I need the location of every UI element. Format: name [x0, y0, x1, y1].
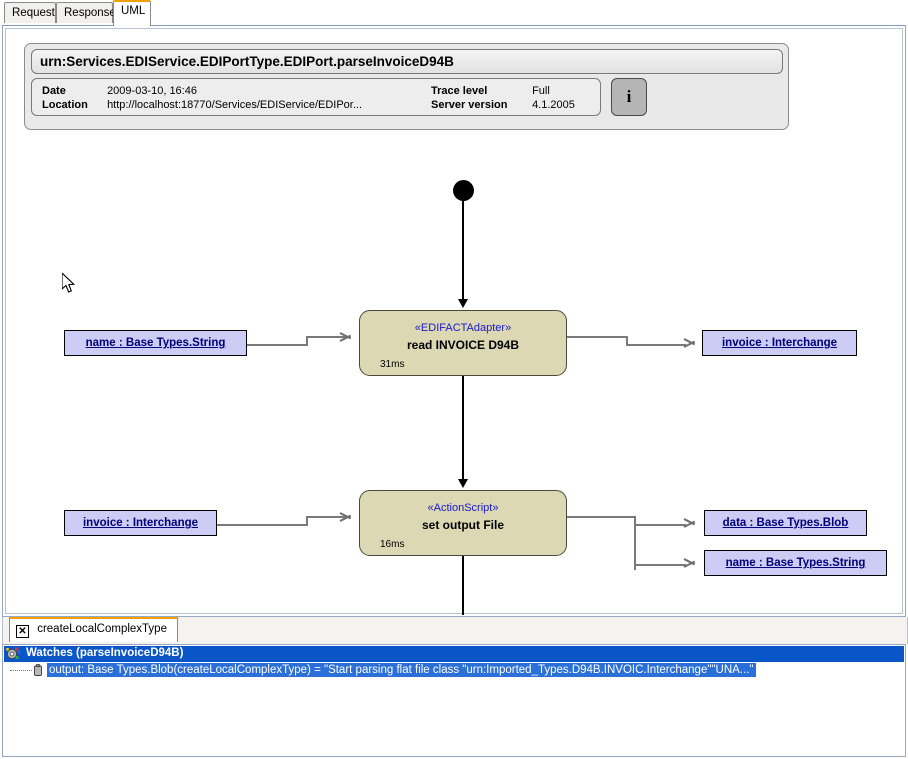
watch-value-text: output: Base Types.Blob(createLocalCompl…	[47, 663, 757, 677]
activity-node-set-output-file[interactable]: «ActionScript» set output File 16ms	[359, 490, 567, 556]
uml-panel-inner: urn:Services.EDIService.EDIPortType.EDIP…	[5, 28, 906, 615]
object-flow-2-seg1	[567, 336, 627, 338]
initial-node-icon[interactable]	[453, 180, 474, 201]
meta-date-value: 2009-03-10, 16:46	[107, 85, 197, 97]
pin-output-name-string[interactable]: name : Base Types.String	[704, 550, 887, 576]
object-flow-1-seg3	[306, 336, 346, 338]
pin-output-invoice-interchange[interactable]: invoice : Interchange	[702, 330, 857, 356]
meta-trace-level-value: Full	[532, 85, 550, 97]
activity-node-read-invoice[interactable]: «EDIFACTAdapter» read INVOICE D94B 31ms	[359, 310, 567, 376]
activity-node-duration: 16ms	[380, 539, 405, 550]
meta-trace-level-row: Trace level Full	[431, 85, 550, 97]
tab-request-label: Request	[12, 7, 55, 19]
watch-row[interactable]: output: Base Types.Blob(createLocalCompl…	[4, 663, 904, 678]
object-flow-4-trunk	[567, 516, 635, 518]
trace-meta-panel: Date 2009-03-10, 16:46 Location http://l…	[31, 78, 601, 116]
uml-panel: urn:Services.EDIService.EDIPortType.EDIP…	[2, 25, 906, 617]
pin-output-data-blob[interactable]: data : Base Types.Blob	[704, 510, 867, 536]
bottom-tabstrip: ✕ createLocalComplexType	[2, 617, 908, 644]
blob-value-icon	[34, 664, 42, 676]
meta-trace-level-label: Trace level	[431, 85, 488, 97]
activity-node-name: set output File	[422, 518, 504, 532]
object-flow-2-seg2	[626, 336, 628, 345]
object-flow-2-arrowhead	[684, 337, 695, 349]
trace-info-card: urn:Services.EDIService.EDIPortType.EDIP…	[24, 43, 789, 130]
activity-diagram-canvas[interactable]: «EDIFACTAdapter» read INVOICE D94B 31ms …	[6, 133, 906, 615]
watches-title: Watches (parseInvoiceD94B)	[4, 646, 904, 662]
control-flow-node2-continuation	[462, 556, 464, 615]
tree-connector-icon	[10, 670, 32, 672]
mouse-cursor-icon	[62, 273, 76, 293]
info-icon: i	[626, 87, 632, 106]
tab-response[interactable]: Response	[56, 2, 116, 23]
activity-node-stereotype: «ActionScript»	[427, 502, 499, 514]
watches-tree-guide	[11, 680, 12, 756]
object-flow-1-seg2	[306, 337, 308, 346]
meta-server-version-value: 4.1.2005	[532, 99, 575, 111]
control-flow-start-to-node1	[462, 199, 464, 301]
meta-server-version-row: Server version 4.1.2005	[431, 99, 575, 111]
pin-label: data : Base Types.Blob	[722, 517, 849, 529]
meta-location-value: http://localhost:18770/Services/EDIServi…	[107, 99, 363, 111]
tab-response-label: Response	[64, 7, 116, 19]
debug-watches-icon	[6, 647, 21, 660]
meta-date-row: Date 2009-03-10, 16:46	[42, 85, 197, 97]
bottom-tab-label: createLocalComplexType	[37, 623, 167, 635]
object-flow-1-seg1	[247, 344, 307, 346]
watches-divider	[4, 680, 904, 681]
pin-label: name : Base Types.String	[725, 557, 866, 569]
top-tabstrip: Request Response UML	[0, 0, 908, 26]
tab-request[interactable]: Request	[4, 2, 56, 23]
pin-label: name : Base Types.String	[85, 337, 226, 349]
activity-node-duration: 31ms	[380, 359, 405, 370]
control-flow-arrow-1	[458, 299, 468, 308]
meta-location-row: Location http://localhost:18770/Services…	[42, 99, 362, 111]
info-button[interactable]: i	[611, 78, 647, 116]
control-flow-arrow-2	[458, 479, 468, 488]
meta-location-label: Location	[42, 99, 88, 111]
object-flow-3-arrowhead	[340, 511, 351, 523]
object-flow-3-seg3	[306, 516, 346, 518]
pin-label: invoice : Interchange	[721, 337, 838, 349]
object-flow-4-branch-bottom	[634, 564, 686, 566]
watches-panel: Watches (parseInvoiceD94B) output: Base …	[2, 644, 906, 757]
control-flow-node1-to-node2	[462, 376, 464, 481]
pin-label: invoice : Interchange	[82, 517, 199, 529]
activity-node-stereotype: «EDIFACTAdapter»	[414, 322, 512, 334]
bottom-tab-createlocalcomplextype[interactable]: ✕ createLocalComplexType	[9, 617, 178, 642]
pin-input-invoice-interchange[interactable]: invoice : Interchange	[64, 510, 217, 536]
object-flow-1-arrowhead	[340, 331, 351, 343]
pin-input-name-string[interactable]: name : Base Types.String	[64, 330, 247, 356]
object-flow-3-seg1	[217, 524, 307, 526]
object-flow-4-branch-top	[634, 524, 686, 526]
object-flow-4-arrowhead-bottom	[684, 557, 695, 569]
meta-date-label: Date	[42, 85, 66, 97]
operation-title: urn:Services.EDIService.EDIPortType.EDIP…	[31, 49, 783, 74]
tab-uml-label: UML	[121, 5, 146, 17]
object-flow-4-riser	[634, 516, 636, 570]
tab-uml[interactable]: UML	[113, 0, 151, 26]
object-flow-4-arrowhead-top	[684, 517, 695, 529]
meta-server-version-label: Server version	[431, 99, 508, 111]
object-flow-3-seg2	[306, 517, 308, 526]
close-icon[interactable]: ✕	[16, 625, 29, 638]
activity-node-name: read INVOICE D94B	[406, 338, 520, 352]
object-flow-2-seg3	[626, 344, 686, 346]
